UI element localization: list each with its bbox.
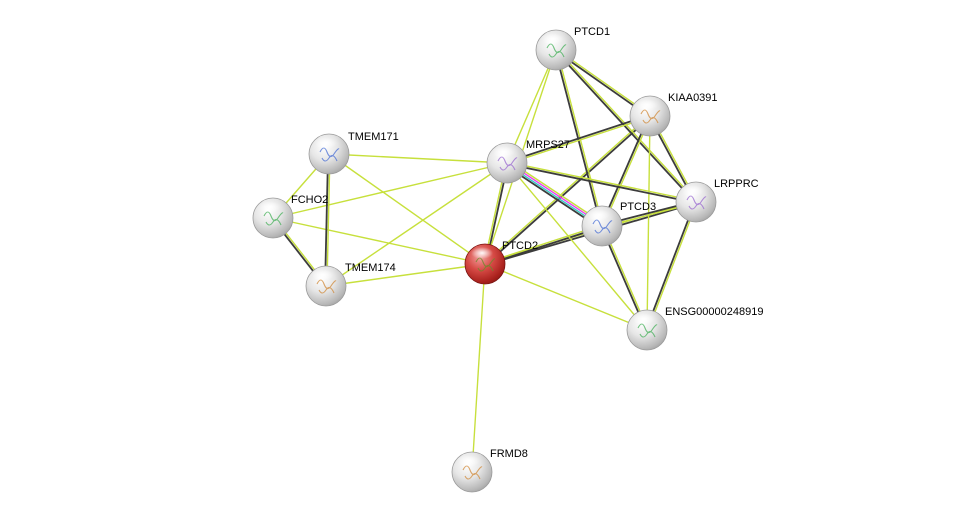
node-highlight [493,146,515,158]
node-label: MRPS27 [526,139,570,151]
node-label: FRMD8 [490,448,528,460]
edge-mrps27-tmem171[interactable] [328,153,508,164]
edge-evidence-textmining [506,49,557,164]
edge-evidence-textmining [506,162,648,331]
edge-mrps27-tmem174[interactable] [325,162,508,287]
node-tmem174[interactable]: TMEM174 [305,262,396,307]
edge-evidence-textmining [507,161,697,202]
edge-evidence-textmining [484,224,602,264]
node-highlight [259,201,281,213]
edge-kiaa0391-ensg00000248919[interactable] [646,115,651,331]
node-highlight [471,247,493,259]
node-ptcd3[interactable]: PTCD3 [581,201,656,247]
edge-evidence-coexpression [485,226,603,266]
node-lrpprc[interactable]: LRPPRC [675,178,759,223]
edge-evidence-coexpression [324,153,329,286]
edge-mrps27-ensg00000248919[interactable] [506,162,648,331]
edge-evidence-textmining [484,263,648,331]
edge-ptcd2-tmem174[interactable] [325,263,486,287]
edge-evidence-textmining [325,162,508,287]
node-label: PTCD1 [574,26,610,38]
node-mrps27[interactable]: MRPS27 [486,139,570,184]
node-label: FCHO2 [291,194,328,206]
node-label: PTCD3 [620,201,656,213]
node-highlight [312,269,334,281]
node-label: LRPPRC [714,178,759,190]
node-highlight [682,185,704,197]
node-label: KIAA0391 [668,92,718,104]
edge-evidence-coexpression [485,116,652,266]
edge-evidence-textmining [272,217,486,265]
node-frmd8[interactable]: FRMD8 [451,448,528,493]
edge-kiaa0391-mrps27[interactable] [506,114,651,165]
node-fcho2[interactable]: FCHO2 [252,194,328,239]
node-highlight [542,33,564,45]
edge-ptcd1-mrps27[interactable] [506,49,557,164]
node-label: PTCD2 [502,240,538,252]
edge-lrpprc-ensg00000248919[interactable] [645,201,698,331]
edge-evidence-textmining [471,263,486,473]
node-ensg00000248919[interactable]: ENSG00000248919 [626,306,763,351]
node-label: ENSG00000248919 [665,306,763,318]
node-kiaa0391[interactable]: KIAA0391 [629,92,718,137]
edge-evidence-coexpression [506,163,696,204]
edge-evidence-textmining [328,153,486,265]
node-ptcd2[interactable]: PTCD2 [464,240,538,285]
edge-evidence-coexpression [554,50,696,204]
edge-evidence-textmining [325,263,486,287]
node-label: TMEM174 [345,262,396,274]
edge-evidence-coexpression [645,201,696,330]
edge-tmem171-tmem174[interactable] [324,153,331,287]
edge-ptcd2-ptcd3[interactable] [484,224,603,266]
node-highlight [315,137,337,149]
edge-ptcd2-frmd8[interactable] [471,263,486,473]
node-highlight [633,313,655,325]
node-label: TMEM171 [348,131,399,143]
edge-ptcd2-kiaa0391[interactable] [483,114,652,266]
edge-evidence-textmining [328,153,508,164]
edge-mrps27-fcho2[interactable] [272,162,508,219]
edge-evidence-textmining [647,202,698,331]
edge-evidence-textmining [483,114,650,264]
node-highlight [636,99,658,111]
edge-ptcd2-ensg00000248919[interactable] [484,263,648,331]
edge-evidence-coexpression [506,114,650,163]
node-ptcd1[interactable]: PTCD1 [535,26,610,71]
edge-mrps27-lrpprc[interactable] [506,161,697,204]
edge-evidence-textmining [326,154,331,287]
edge-evidence-textmining [646,115,651,331]
edge-evidence-textmining [272,162,508,219]
edge-ptcd2-fcho2[interactable] [272,217,486,265]
edge-evidence-textmining [507,116,651,165]
node-highlight [588,209,610,221]
node-tmem171[interactable]: TMEM171 [308,131,399,175]
edge-ptcd2-tmem171[interactable] [328,153,486,265]
node-highlight [458,455,480,467]
